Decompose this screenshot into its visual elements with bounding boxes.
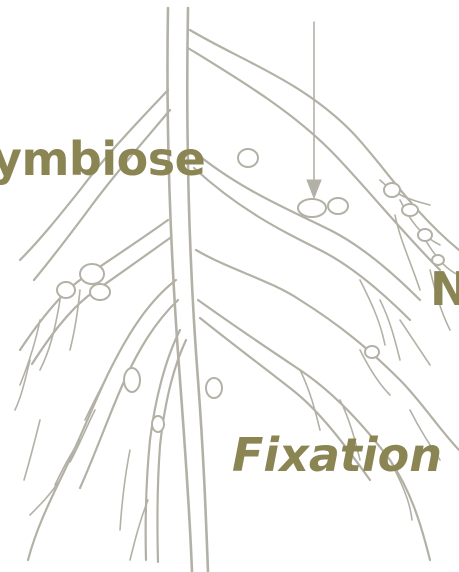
- lower-left-lateral-root-inner: [80, 300, 178, 488]
- left-inner-lateral-root: [146, 330, 180, 560]
- arrow-head-icon: [307, 180, 321, 198]
- left-inner-lateral-root-edge: [157, 340, 186, 562]
- nodule: [206, 378, 222, 398]
- nodule: [90, 284, 110, 300]
- nodule: [152, 416, 164, 432]
- nodule: [365, 346, 379, 358]
- main-taproot-right-edge: [187, 8, 208, 572]
- nodule: [418, 229, 432, 241]
- nodule: [402, 204, 418, 216]
- nodule: [298, 199, 326, 217]
- nodule: [57, 282, 75, 298]
- lower-left-rootlets: [24, 370, 148, 560]
- middle-right-lateral-root-inner: [194, 168, 410, 320]
- upper-right-lateral-root: [190, 30, 459, 250]
- nodule: [124, 368, 140, 392]
- nodule: [238, 149, 258, 167]
- nodule: [80, 264, 104, 284]
- symbiose-label: ymbiose: [0, 136, 205, 182]
- fixation-label: Fixation: [232, 432, 442, 478]
- nodule: [384, 183, 400, 197]
- middle-left-rootlets: [15, 290, 80, 410]
- nitrogen-label-partial: N: [430, 266, 459, 312]
- nodule: [328, 198, 348, 214]
